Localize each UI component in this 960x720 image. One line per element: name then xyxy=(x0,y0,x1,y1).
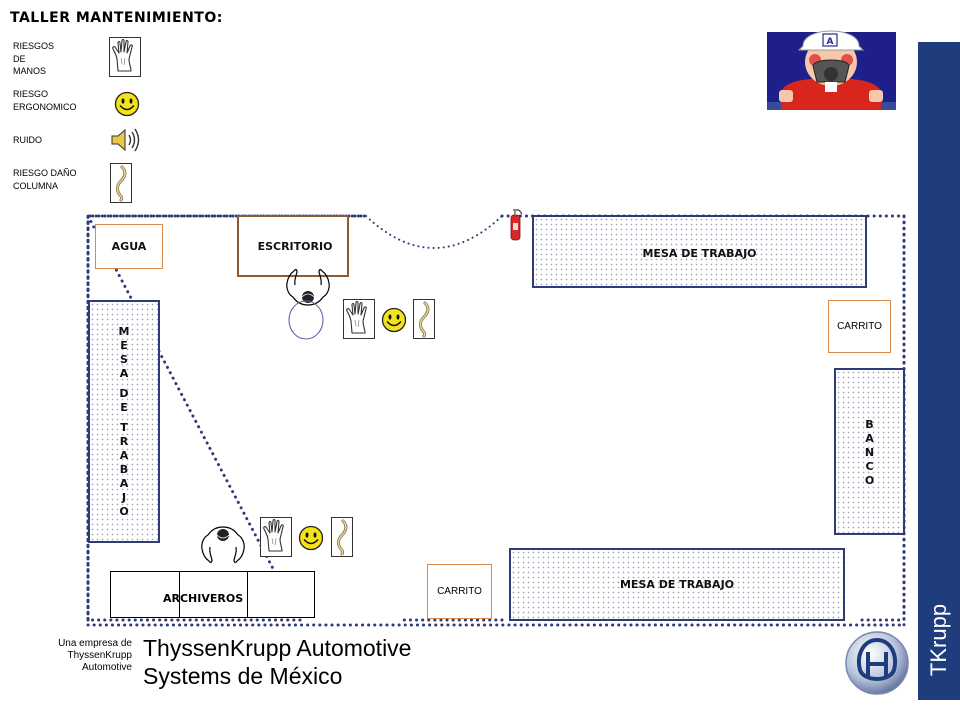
area-archiveros: ARCHIVEROS xyxy=(110,571,315,618)
svg-text:A: A xyxy=(827,37,834,47)
footer-parent-company: Una empresa de ThyssenKrupp Automotive xyxy=(58,638,132,673)
worker-bottom-icon xyxy=(198,509,248,565)
area-carrito-right-label: CARRITO xyxy=(837,321,882,332)
mesa-trabajo-bottom-label: MESA DE TRABAJO xyxy=(619,578,735,591)
area-archiveros-label: ARCHIVEROS xyxy=(163,592,244,605)
brand-sidebar xyxy=(918,42,960,700)
vertical-letter: D xyxy=(119,386,129,400)
vertical-letter: M xyxy=(118,324,130,338)
vertical-letter: A xyxy=(865,431,874,445)
spine-icon xyxy=(413,299,435,339)
vertical-letter: T xyxy=(120,420,128,434)
vertical-letter: O xyxy=(864,473,875,487)
vertical-letter: N xyxy=(864,445,875,459)
mesa-trabajo-top-label: MESA DE TRABAJO xyxy=(642,247,757,260)
vertical-letter: E xyxy=(120,338,128,352)
area-agua-label: AGUA xyxy=(111,240,147,253)
page-title: TALLER MANTENIMIENTO: xyxy=(10,10,223,26)
spine-icon xyxy=(331,517,353,557)
area-carrito-right: CARRITO xyxy=(828,300,891,353)
vertical-letter: B xyxy=(865,417,874,431)
mesa-trabajo-bottom: MESA DE TRABAJO xyxy=(509,548,845,621)
fire-extinguisher-icon xyxy=(508,208,524,242)
safety-mascot-icon: A xyxy=(767,30,896,110)
area-escritorio: ESCRITORIO xyxy=(237,215,349,277)
vertical-letter: E xyxy=(120,400,128,414)
vertical-letter: A xyxy=(119,366,129,380)
glove-icon xyxy=(260,517,292,557)
legend-label-ruido: RUIDO xyxy=(13,135,42,145)
area-agua: AGUA xyxy=(95,224,163,269)
vertical-letter: S xyxy=(120,352,128,366)
smiley-icon xyxy=(298,525,324,551)
vertical-letter: B xyxy=(119,462,129,476)
chair-icon xyxy=(288,300,324,340)
thyssenkrupp-logo-icon xyxy=(845,631,909,695)
vertical-letter: J xyxy=(121,490,127,504)
vertical-letter: A xyxy=(119,448,129,462)
vertical-letter: R xyxy=(119,434,129,448)
vertical-letter: A xyxy=(119,476,129,490)
vertical-letter: C xyxy=(865,459,874,473)
area-carrito-bottom-label: CARRITO xyxy=(437,586,482,597)
vertical-letter: O xyxy=(119,504,129,518)
smiley-icon xyxy=(381,307,407,333)
mesa-trabajo-top: MESA DE TRABAJO xyxy=(532,215,867,288)
area-carrito-bottom: CARRITO xyxy=(427,564,492,619)
footer-company-name: ThyssenKrupp Automotive Systems de Méxic… xyxy=(143,635,412,689)
area-escritorio-label: ESCRITORIO xyxy=(257,239,333,253)
glove-icon xyxy=(343,299,375,339)
brand-sidebar-label: TKrupp xyxy=(926,603,951,677)
